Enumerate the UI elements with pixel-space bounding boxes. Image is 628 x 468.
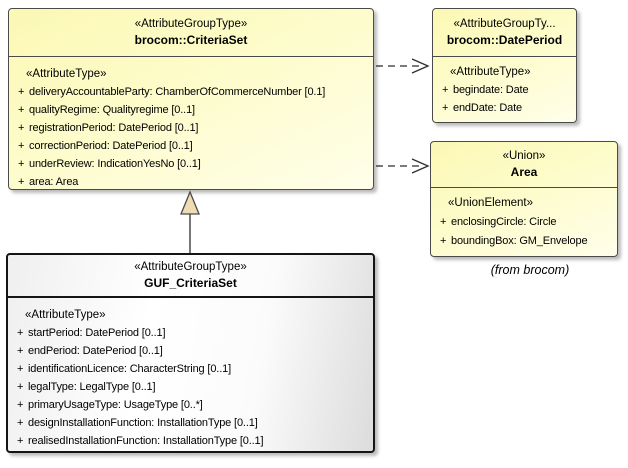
- class-header-brocom-dateperiod: «AttributeGroupTy... brocom::DatePeriod: [433, 9, 576, 57]
- attribute-text: endDate: Date: [453, 102, 522, 114]
- class-header-area: «Union» Area: [431, 142, 617, 188]
- attribute-row[interactable]: + underReview: IndicationYesNo [0..1]: [9, 155, 373, 173]
- visibility-sign: +: [17, 363, 24, 375]
- from-brocom-note: (from brocom): [490, 263, 570, 277]
- attributes-compartment: «AttributeType» + startPeriod: DatePerio…: [8, 298, 373, 450]
- union-box-area[interactable]: «Union» Area «UnionElement» + enclosingC…: [430, 141, 618, 257]
- visibility-sign: +: [17, 381, 24, 393]
- attributes-compartment: «AttributeType» + begindate: Date + endD…: [433, 57, 576, 117]
- class-header-brocom-criteriaset: «AttributeGroupType» brocom::CriteriaSet: [9, 9, 373, 57]
- section-label: «AttributeType»: [25, 309, 106, 321]
- attribute-row[interactable]: + startPeriod: DatePeriod [0..1]: [8, 324, 373, 342]
- attribute-text: correctionPeriod: DatePeriod [0..1]: [29, 140, 193, 152]
- attribute-text: identificationLicence: CharacterString […: [28, 363, 231, 375]
- dependency-arrow-area[interactable]: [376, 158, 430, 174]
- visibility-sign: +: [17, 417, 24, 429]
- attribute-text: startPeriod: DatePeriod [0..1]: [28, 327, 166, 339]
- attribute-text: designInstallationFunction: Installation…: [28, 417, 258, 429]
- visibility-sign: +: [17, 435, 24, 447]
- visibility-sign: +: [18, 176, 25, 188]
- attribute-text: legalType: LegalType [0..1]: [28, 381, 156, 393]
- visibility-sign: +: [440, 215, 447, 228]
- class-name: Area: [510, 164, 538, 179]
- class-box-brocom-criteriaset[interactable]: «AttributeGroupType» brocom::CriteriaSet…: [8, 8, 374, 190]
- attribute-text: registrationPeriod: DatePeriod [0..1]: [29, 122, 199, 134]
- attribute-row[interactable]: + legalType: LegalType [0..1]: [8, 378, 373, 396]
- attribute-row[interactable]: + registrationPeriod: DatePeriod [0..1]: [9, 119, 373, 137]
- stereotype-label: «AttributeGroupTy...: [453, 17, 556, 30]
- class-box-brocom-dateperiod[interactable]: «AttributeGroupTy... brocom::DatePeriod …: [432, 8, 577, 123]
- stereotype-label: «AttributeGroupType»: [134, 17, 248, 30]
- attribute-row[interactable]: + realisedInstallationFunction: Installa…: [8, 432, 373, 450]
- visibility-sign: +: [440, 234, 447, 247]
- generalization-arrow[interactable]: [180, 190, 200, 253]
- attribute-row[interactable]: + endPeriod: DatePeriod [0..1]: [8, 342, 373, 360]
- stereotype-label: «Union»: [502, 149, 546, 162]
- attribute-text: realisedInstallationFunction: Installati…: [28, 435, 264, 447]
- visibility-sign: +: [18, 104, 25, 116]
- attribute-row[interactable]: + identificationLicence: CharacterString…: [8, 360, 373, 378]
- class-header-guf-criteriaset: «AttributeGroupType» GUF_CriteriaSet: [8, 255, 373, 298]
- attribute-row[interactable]: + correctionPeriod: DatePeriod [0..1]: [9, 137, 373, 155]
- dependency-arrow-dateperiod[interactable]: [376, 58, 430, 74]
- attribute-text: endPeriod: DatePeriod [0..1]: [28, 345, 163, 357]
- class-name: brocom::DatePeriod: [446, 32, 563, 47]
- attribute-row[interactable]: + primaryUsageType: UsageType [0..*]: [8, 396, 373, 414]
- attribute-row[interactable]: + begindate: Date: [433, 81, 576, 99]
- attribute-row[interactable]: + designInstallationFunction: Installati…: [8, 414, 373, 432]
- visibility-sign: +: [18, 122, 25, 134]
- visibility-sign: +: [442, 84, 449, 96]
- class-name: brocom::CriteriaSet: [134, 32, 248, 47]
- attribute-row[interactable]: + qualityRegime: Qualityregime [0..1]: [9, 101, 373, 119]
- attribute-row[interactable]: + boundingBox: GM_Envelope: [431, 231, 617, 250]
- section-label: «UnionElement»: [448, 197, 534, 209]
- attribute-text: begindate: Date: [453, 84, 529, 96]
- attributes-compartment: «UnionElement» + enclosingCircle: Circle…: [431, 188, 617, 250]
- attribute-text: qualityRegime: Qualityregime [0..1]: [29, 104, 195, 116]
- visibility-sign: +: [17, 399, 24, 411]
- visibility-sign: +: [17, 345, 24, 357]
- section-label: «AttributeType»: [26, 68, 107, 80]
- visibility-sign: +: [17, 327, 24, 339]
- stereotype-label: «AttributeGroupType»: [134, 260, 247, 273]
- attribute-row[interactable]: + enclosingCircle: Circle: [431, 212, 617, 231]
- visibility-sign: +: [18, 140, 25, 152]
- attribute-text: underReview: IndicationYesNo [0..1]: [29, 158, 201, 170]
- attributes-compartment: «AttributeType» + deliveryAccountablePar…: [9, 57, 373, 191]
- attribute-row[interactable]: + deliveryAccountableParty: ChamberOfCom…: [9, 83, 373, 101]
- attribute-text: deliveryAccountableParty: ChamberOfComme…: [29, 86, 326, 98]
- visibility-sign: +: [18, 86, 25, 98]
- attribute-row[interactable]: + area: Area: [9, 173, 373, 191]
- attribute-text: boundingBox: GM_Envelope: [451, 234, 588, 247]
- section-label: «AttributeType»: [450, 66, 531, 78]
- visibility-sign: +: [18, 158, 25, 170]
- visibility-sign: +: [442, 102, 449, 114]
- attribute-text: primaryUsageType: UsageType [0..*]: [28, 399, 203, 411]
- class-box-guf-criteriaset[interactable]: «AttributeGroupType» GUF_CriteriaSet «At…: [6, 253, 375, 453]
- attribute-row[interactable]: + endDate: Date: [433, 99, 576, 117]
- attribute-text: area: Area: [29, 176, 79, 188]
- attribute-text: enclosingCircle: Circle: [451, 215, 557, 228]
- class-name: GUF_CriteriaSet: [144, 275, 237, 290]
